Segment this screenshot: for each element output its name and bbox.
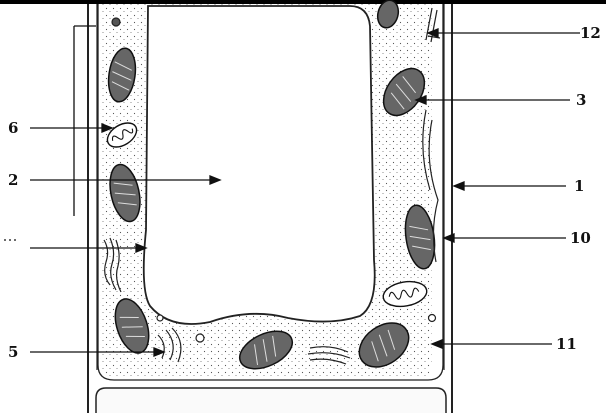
label-2: 2 bbox=[8, 173, 18, 188]
label-3: 3 bbox=[576, 93, 586, 108]
label-1: 1 bbox=[574, 179, 584, 194]
label-5: 5 bbox=[8, 345, 18, 360]
vacuole bbox=[144, 6, 375, 324]
top-border bbox=[0, 0, 606, 4]
label-11: 11 bbox=[556, 337, 577, 352]
label-6: 6 bbox=[8, 121, 18, 136]
label-12: 12 bbox=[580, 26, 601, 41]
neighbour-cell bbox=[96, 388, 446, 413]
label-10: 10 bbox=[570, 231, 591, 246]
